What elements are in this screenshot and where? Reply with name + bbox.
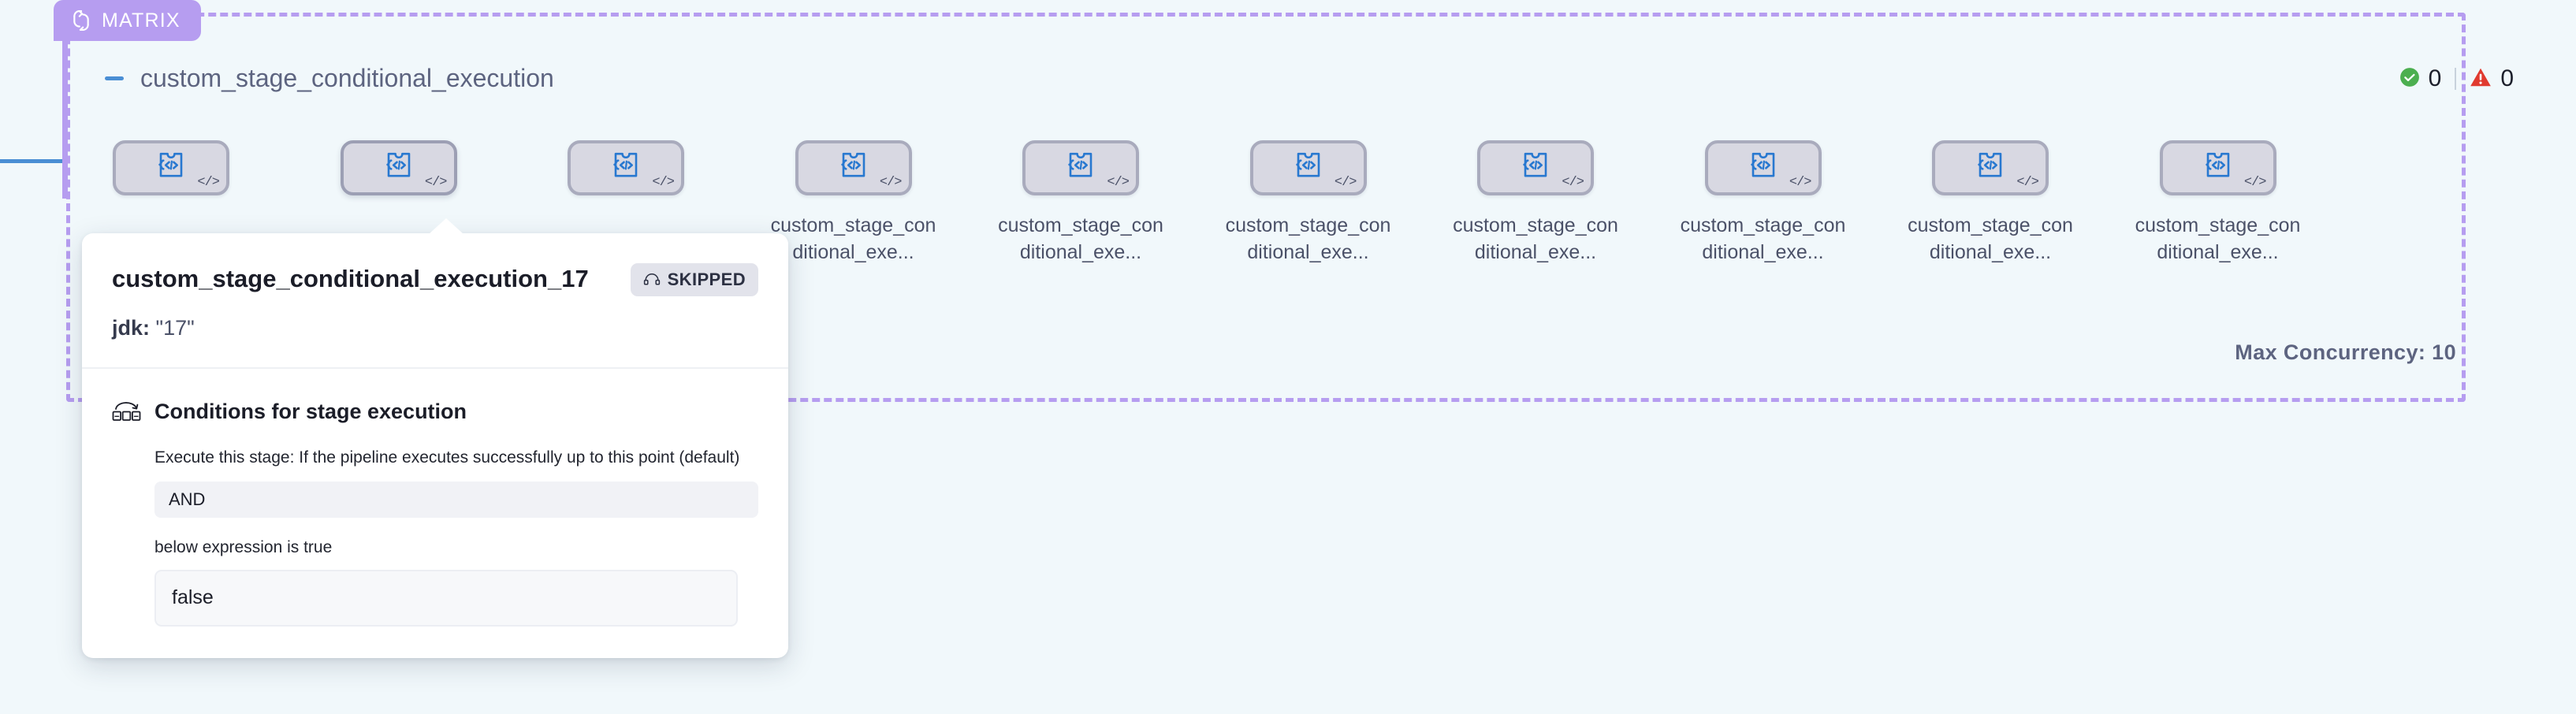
stage-node: </>custom_stage_conditional_exe...: [542, 140, 710, 266]
matrix-axis-value: jdk: "17": [112, 315, 758, 340]
expression-value: false: [154, 569, 738, 627]
stage-node-label: custom_stage_conditional_exe...: [1680, 214, 1846, 263]
stage-node: </> custom_stage_conditional_exe...: [1679, 140, 1848, 266]
stage-node-label: custom_stage_conditional_exe...: [770, 214, 936, 263]
custom-stage-code-icon: [838, 149, 869, 184]
stage-node: </> custom_stage_conditional_exe...: [996, 140, 1165, 266]
minus-icon[interactable]: [101, 65, 128, 91]
code-icon: </>: [2016, 175, 2039, 190]
custom-stage-code-icon: [1293, 149, 1324, 184]
matrix-group-container: [66, 13, 2466, 402]
code-icon: </>: [2243, 175, 2267, 190]
matrix-badge[interactable]: MATRIX: [54, 0, 201, 41]
code-icon: </>: [1334, 175, 1357, 190]
code-icon: </>: [424, 175, 448, 190]
stage-node-label: custom_stage_conditional_exe...: [1225, 214, 1391, 263]
matrix-group-left-accent: [62, 9, 68, 199]
code-icon: </>: [197, 175, 220, 190]
popover-body: Conditions for stage execution Execute t…: [82, 369, 788, 657]
skipped-icon: [643, 271, 661, 289]
stage-node: </> custom_stage_conditional_exe...: [2134, 140, 2302, 266]
success-count: 0: [2428, 65, 2442, 91]
code-icon: </>: [652, 175, 675, 190]
warning-count: 0: [2500, 65, 2514, 91]
stage-node-label: custom_stage_conditional_exe...: [998, 214, 1163, 263]
code-icon: </>: [879, 175, 903, 190]
group-title: custom_stage_conditional_execution: [140, 63, 554, 92]
stage-node-card[interactable]: </>: [1932, 140, 2049, 195]
matrix-axis-val: "17": [155, 316, 195, 340]
conditions-title: Conditions for stage execution: [154, 400, 467, 424]
stage-node-card[interactable]: </>: [795, 140, 912, 195]
stage-node-card[interactable]: </>: [1249, 140, 1367, 195]
stage-node-label: custom_stage_conditional_exe...: [1453, 214, 1618, 263]
stage-node: </> custom_stage_conditional_exe...: [1906, 140, 2075, 266]
stage-node-card[interactable]: </>: [1704, 140, 1822, 195]
conditions-header: Conditions for stage execution: [112, 397, 758, 426]
stage-node: </> custom_stage_conditional_exe...: [1451, 140, 1620, 266]
custom-stage-code-icon: [610, 149, 642, 184]
warning-counter[interactable]: 0: [2456, 67, 2527, 91]
stage-node-card[interactable]: </>: [1477, 140, 1594, 195]
popover-header: custom_stage_conditional_execution_17 SK…: [82, 233, 788, 370]
counter-divider: [2455, 68, 2457, 90]
status-counters: 0 0: [2386, 61, 2527, 96]
status-badge-label: SKIPPED: [667, 270, 746, 289]
condition-operator: AND: [154, 481, 758, 518]
stage-node-card[interactable]: </>: [2159, 140, 2276, 195]
code-icon: </>: [1107, 175, 1130, 190]
success-counter[interactable]: 0: [2386, 67, 2455, 91]
stage-node-label: custom_stage_conditional_exe...: [2135, 214, 2301, 263]
check-circle-icon: [2399, 67, 2420, 91]
expression-label: below expression is true: [154, 537, 333, 556]
popover-title: custom_stage_conditional_execution_17: [112, 265, 589, 292]
stage-node-label: custom_stage_conditional_exe...: [1908, 214, 2073, 263]
conditions-description: Execute this stage: If the pipeline exec…: [154, 448, 740, 467]
stage-node-card[interactable]: </>: [568, 140, 684, 195]
stage-node-card[interactable]: </>: [1022, 140, 1139, 195]
stage-node: </>custom_stage_conditional_exe...: [315, 140, 483, 266]
custom-stage-code-icon: [1065, 149, 1096, 184]
incoming-edge: [0, 159, 66, 163]
custom-stage-code-icon: [383, 149, 415, 184]
stage-node: </>custom_stage_conditional_exe...: [87, 140, 255, 266]
max-concurrency-label: Max Concurrency: 10: [2235, 340, 2456, 364]
stage-node: </> custom_stage_conditional_exe...: [1224, 140, 1393, 266]
stage-detail-popover: custom_stage_conditional_execution_17 SK…: [82, 218, 788, 658]
custom-stage-code-icon: [1520, 149, 1551, 184]
stage-node-card[interactable]: </>: [113, 140, 229, 195]
warning-triangle-icon: [2470, 67, 2492, 91]
stage-node: </> custom_stage_conditional_exe...: [769, 140, 938, 266]
code-icon: </>: [1789, 175, 1812, 190]
matrix-axis-key: jdk:: [112, 316, 151, 340]
code-icon: </>: [1562, 175, 1584, 190]
group-header: custom_stage_conditional_execution: [101, 60, 2458, 96]
status-badge: SKIPPED: [630, 263, 758, 296]
custom-stage-code-icon: [155, 149, 187, 184]
custom-stage-code-icon: [1748, 149, 1779, 184]
loop-icon: [71, 10, 91, 31]
stage-node-card[interactable]: </>: [340, 140, 457, 195]
custom-stage-code-icon: [2202, 149, 2234, 184]
popover-arrow: [429, 218, 463, 234]
custom-stage-code-icon: [1975, 149, 2006, 184]
matrix-badge-label: MATRIX: [102, 9, 181, 32]
skip-over-icon: [112, 397, 141, 426]
